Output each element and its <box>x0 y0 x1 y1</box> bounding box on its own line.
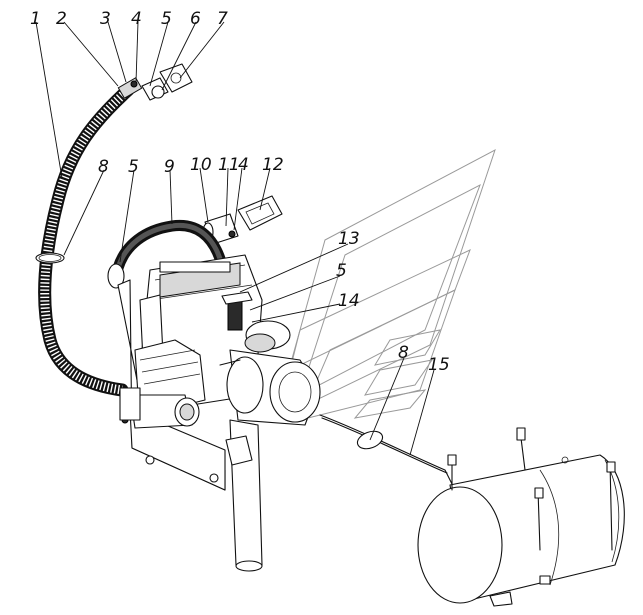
callout-7: 7 <box>217 9 228 29</box>
combustion-chamber <box>219 349 321 426</box>
callout-11: 11 <box>218 155 240 175</box>
mounting-bracket <box>117 279 226 491</box>
electric-motor <box>119 387 200 429</box>
callout-15: 15 <box>428 355 450 375</box>
callout-9: 9 <box>164 157 175 177</box>
callout-8-right: 8 <box>398 343 409 363</box>
exhaust-down-pipe <box>225 419 263 572</box>
callout-8-left: 8 <box>98 157 109 177</box>
callout-5-right: 5 <box>336 261 347 281</box>
callout-5-left: 5 <box>128 157 139 177</box>
callout-13: 13 <box>338 229 360 249</box>
callout-6: 6 <box>190 9 201 29</box>
callout-1: 1 <box>30 9 41 29</box>
fuel-tank <box>417 427 625 607</box>
intake-hose <box>107 219 242 306</box>
callout-4-mid: 4 <box>238 155 249 175</box>
callout-2: 2 <box>56 9 67 29</box>
leader-lines <box>35 21 435 456</box>
exhaust-outlet-flange <box>117 63 193 101</box>
fuel-pump <box>221 291 291 353</box>
callout-14: 14 <box>338 291 360 311</box>
callout-4-top: 4 <box>131 9 142 29</box>
exhaust-hose <box>35 83 135 397</box>
callout-5-top: 5 <box>161 9 172 29</box>
callout-10: 10 <box>190 155 212 175</box>
callout-12: 12 <box>262 155 284 175</box>
callout-labels: 1 2 3 4 5 6 7 8 5 9 10 11 4 12 13 5 14 8… <box>30 9 450 375</box>
fuel-line <box>319 414 456 491</box>
gasket <box>237 195 283 231</box>
callout-3: 3 <box>100 9 111 29</box>
